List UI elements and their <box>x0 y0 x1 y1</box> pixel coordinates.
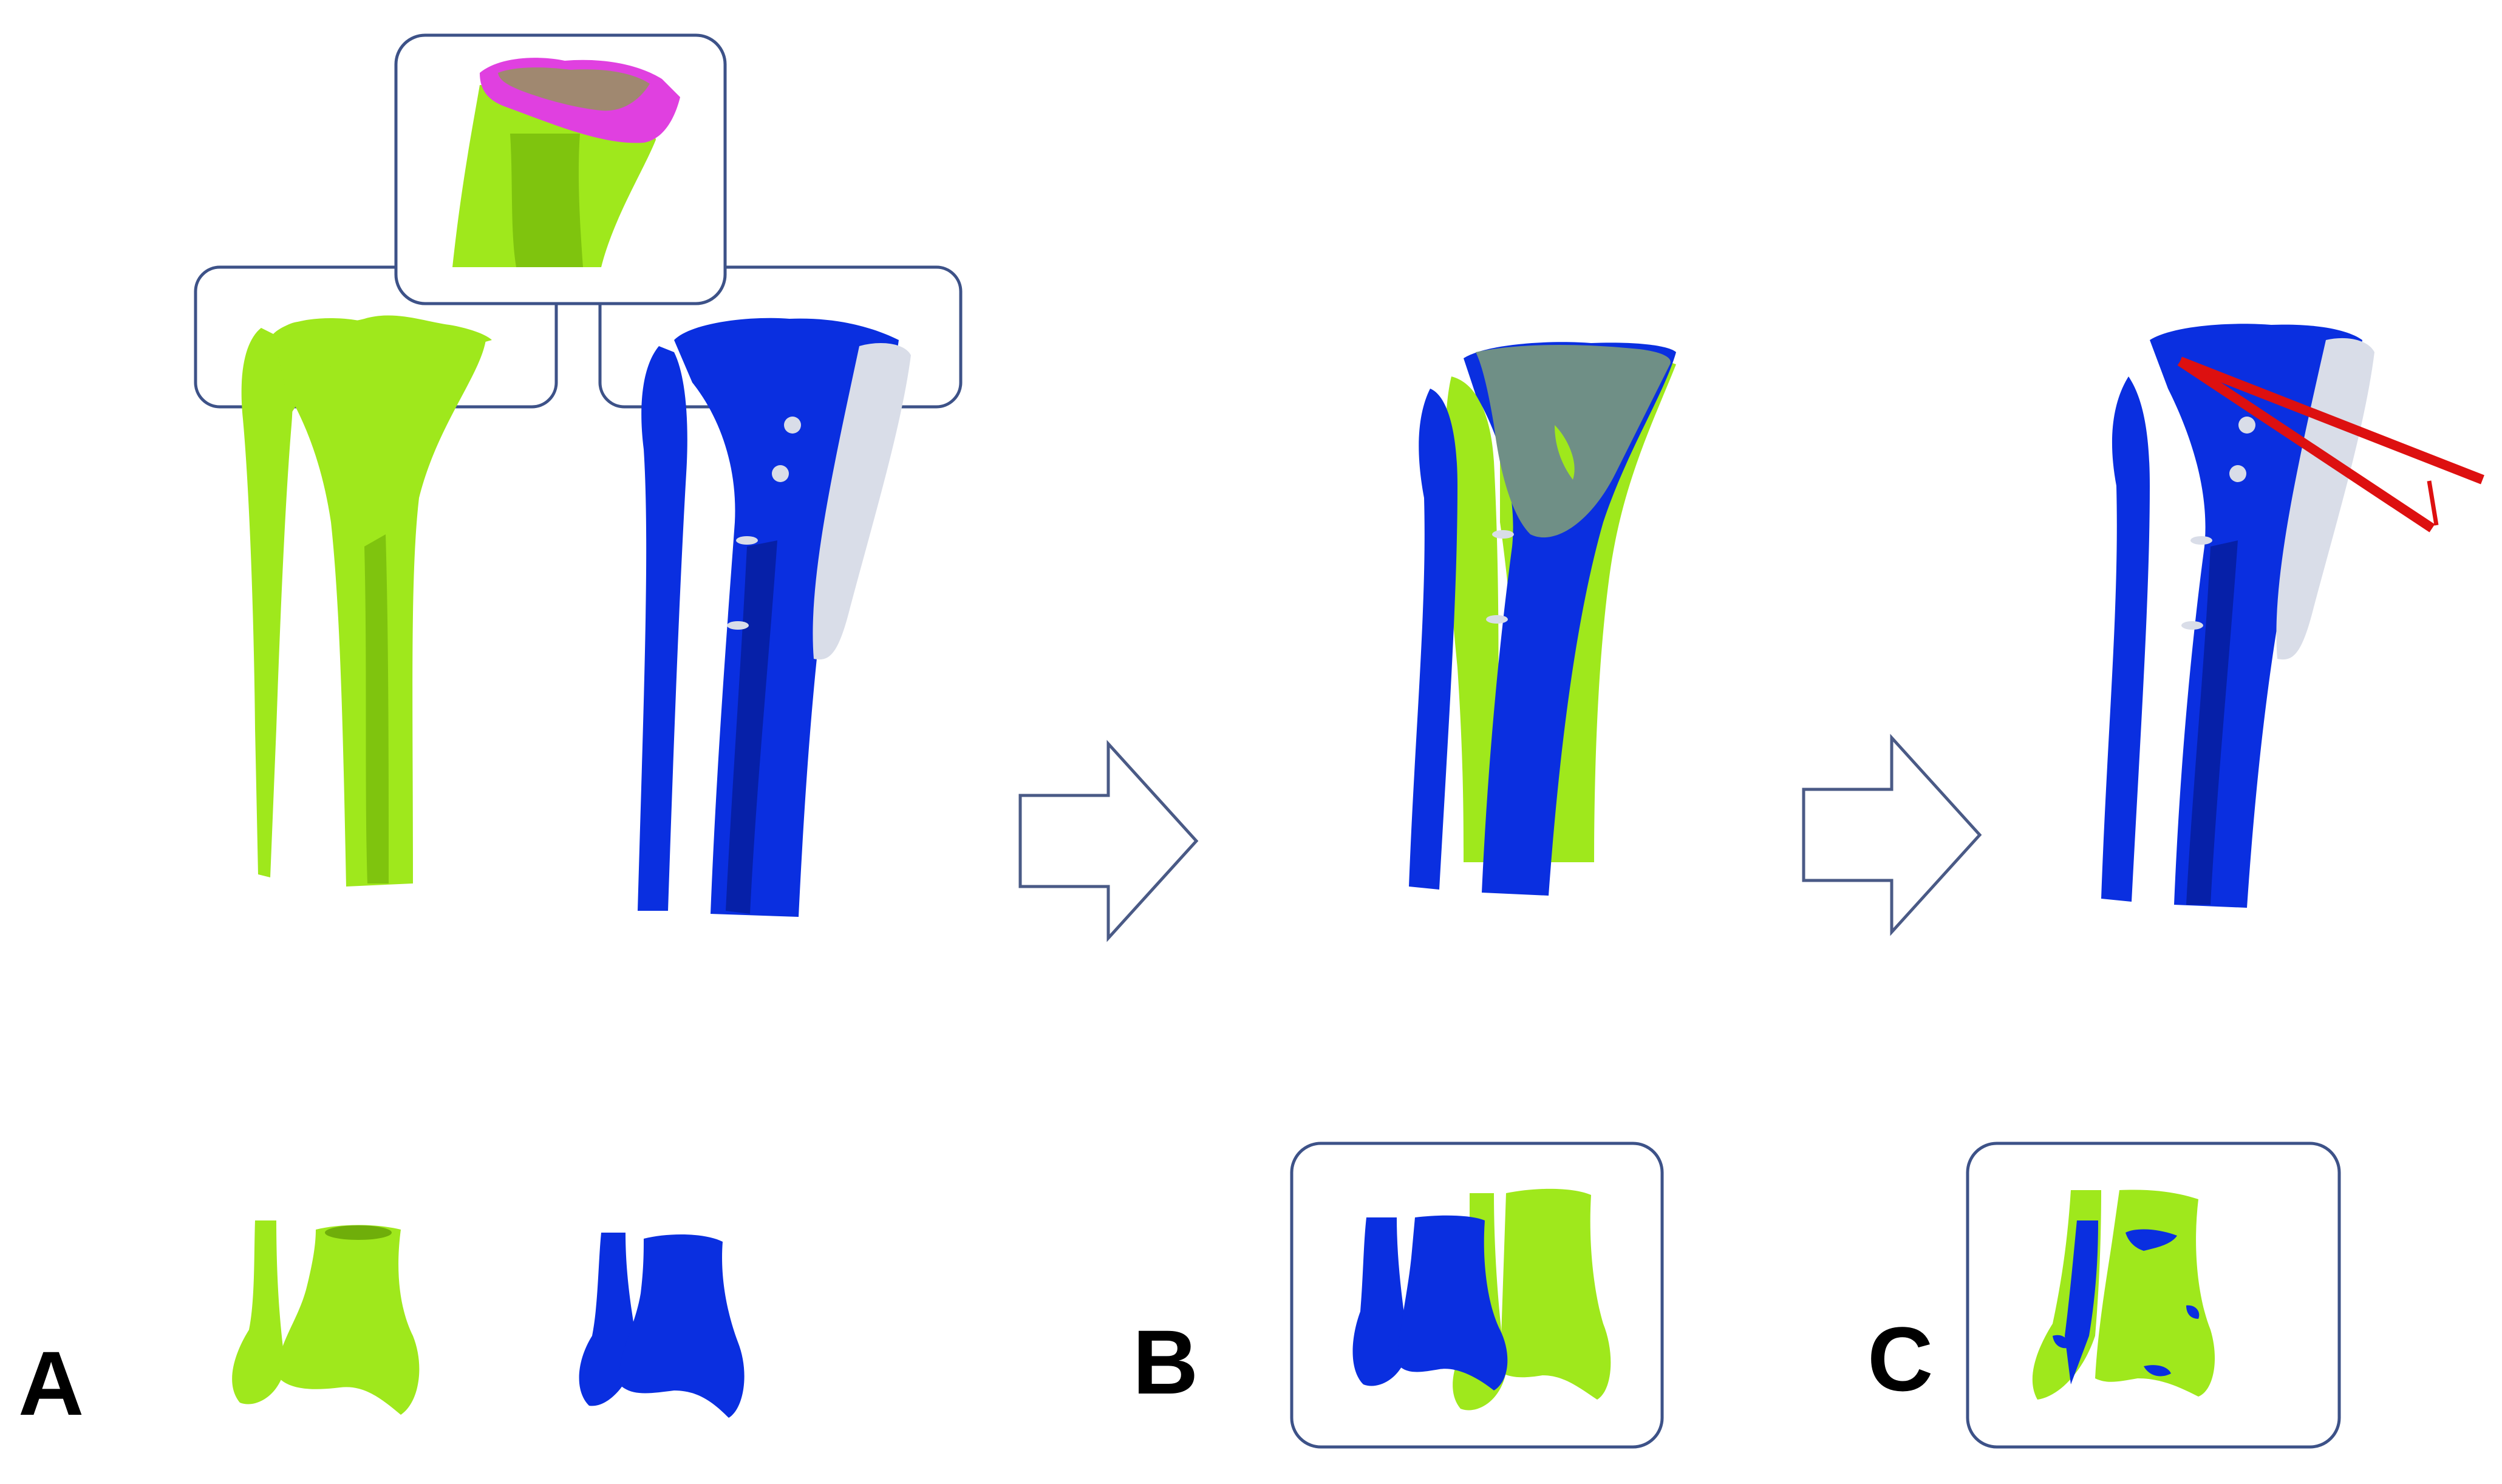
distal-superimposed-c <box>2032 1190 2215 1400</box>
superimposed-tibia-fibula <box>1409 342 1676 896</box>
angle-line-lower <box>2177 357 2435 533</box>
frame-b-distal <box>1290 1142 1664 1449</box>
distal-contralateral <box>232 1220 420 1415</box>
affected-tibia-fibula-with-plate <box>638 318 911 917</box>
angle-arc <box>2427 480 2439 526</box>
corrected-affected-tibia-with-angle <box>2101 324 2484 908</box>
panel-label-a: A <box>18 1332 84 1434</box>
panel-b: B <box>1133 342 1676 1449</box>
panel-label-b: B <box>1133 1311 1198 1413</box>
angle-line-upper <box>2178 356 2484 485</box>
hollow-right-arrow-icon <box>1802 733 1982 936</box>
contralateral-tibia-fibula <box>241 315 492 887</box>
frame-c-distal <box>1966 1142 2341 1449</box>
panel-c: C <box>1867 324 2484 1449</box>
distal-affected <box>579 1233 745 1418</box>
panel-label-c: C <box>1867 1308 1933 1410</box>
hollow-right-arrow-icon <box>1018 740 1199 942</box>
distal-superimposed-b <box>1352 1188 1611 1411</box>
inset-proximal-surface-overlay <box>394 33 727 305</box>
panel-a: A <box>18 33 963 1434</box>
